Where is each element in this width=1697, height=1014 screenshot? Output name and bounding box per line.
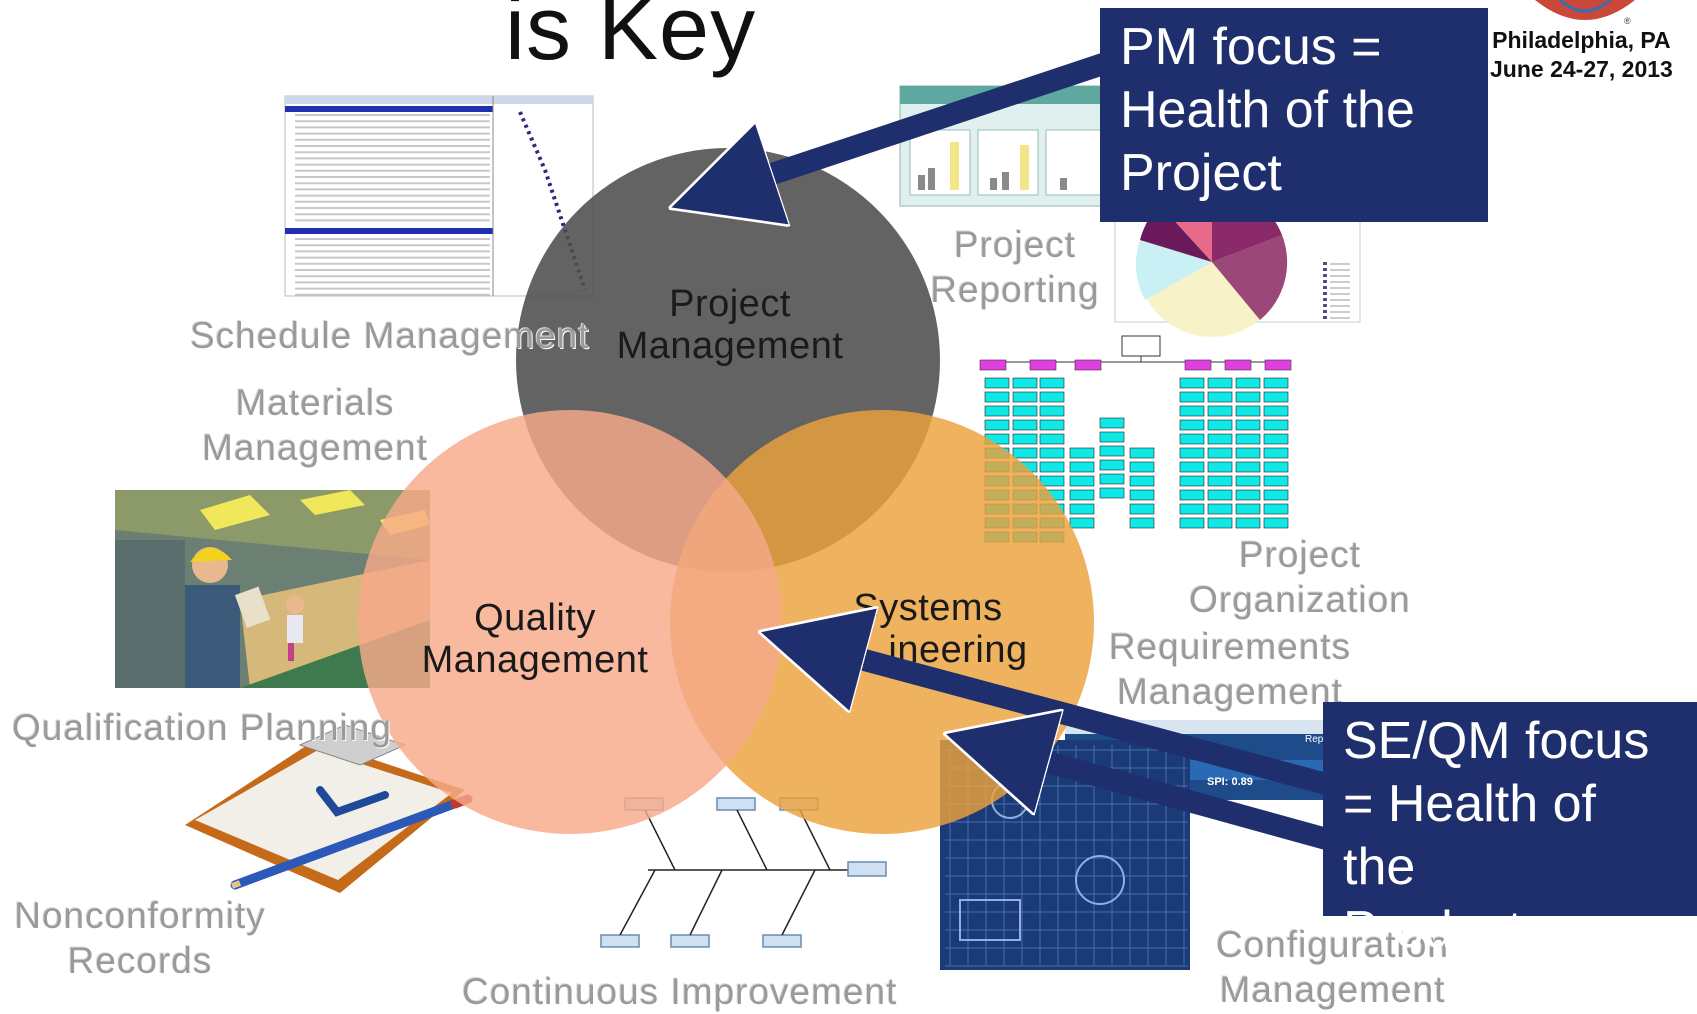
project-management-label: Project Management: [616, 283, 844, 367]
globe-logo-icon: ®: [1535, 0, 1635, 26]
slide-title: is Key: [505, 0, 757, 79]
clipboard-checkmark-image: [185, 724, 473, 893]
continuous-improvement-label: Continuous Improvement: [462, 971, 898, 1012]
conference-dates: June 24-27, 2013: [1490, 56, 1673, 82]
svg-text:®: ®: [1624, 16, 1631, 26]
pm-focus-arrow: [700, 49, 1119, 198]
report-word: Report: [1305, 734, 1336, 745]
schedule-management-label: Schedule Management: [190, 315, 590, 356]
se-qm-focus-callout: SE/QM focus = Health of the Product: [1323, 702, 1697, 959]
nonconformity-records-label: Nonconformity Records: [14, 895, 266, 981]
qualification-planning-label: Qualification Planning: [12, 707, 392, 748]
project-reporting-label: Project Reporting: [930, 224, 1100, 310]
conference-info: Philadelphia, PA June 24-27, 2013: [1490, 26, 1673, 84]
configuration-management-label: Configuration Management: [1215, 924, 1450, 1010]
spi-value: SPI: 0.89: [1207, 776, 1253, 788]
project-organization-label: Project Organization: [1189, 534, 1411, 620]
se-qm-arrow-lower: [975, 742, 1333, 851]
requirements-management-label: Requirements Management: [1108, 626, 1352, 712]
quality-management-circle: [358, 410, 782, 834]
materials-management-label: Materials Management: [202, 382, 428, 468]
quality-management-label: Quality Management: [421, 597, 649, 681]
pm-focus-callout: PM focus = Health of the Project: [1100, 8, 1488, 222]
conference-location: Philadelphia, PA: [1492, 27, 1671, 53]
